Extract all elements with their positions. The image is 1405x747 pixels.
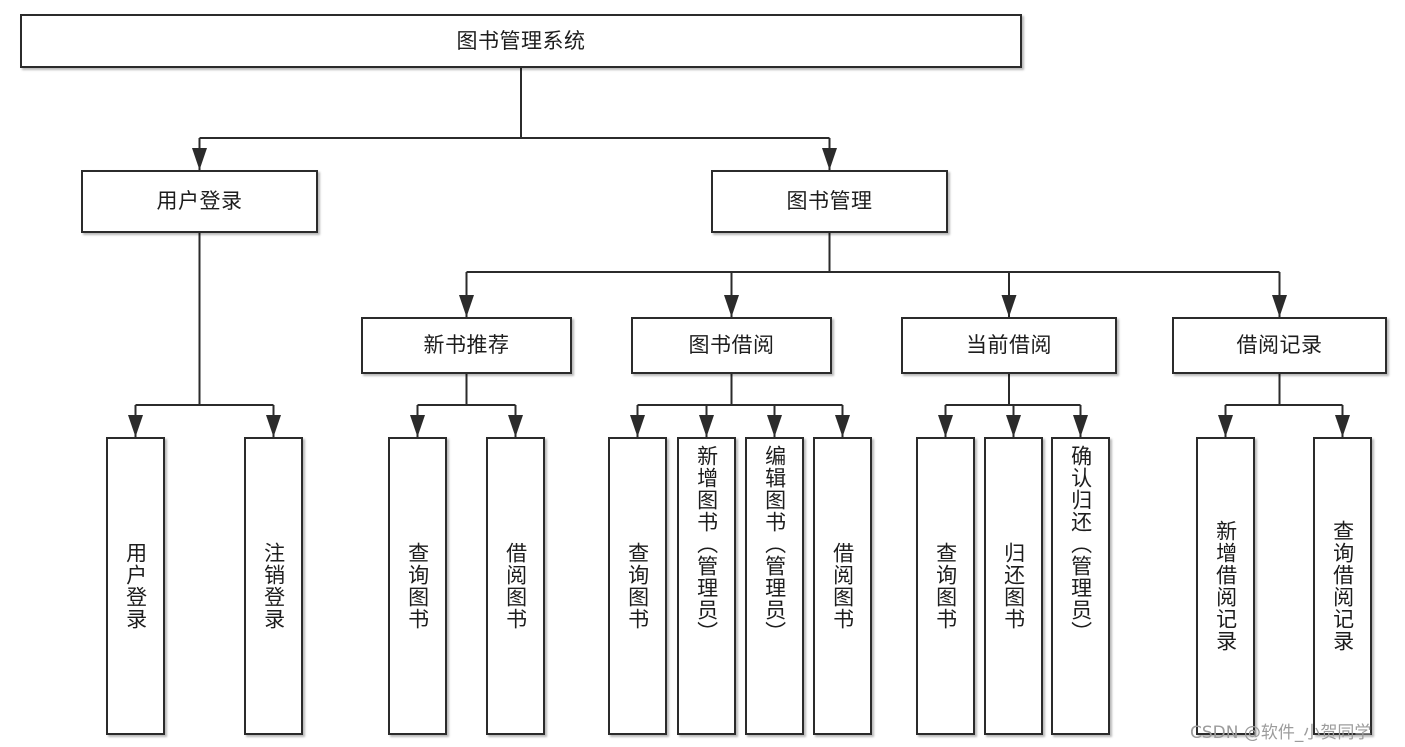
arrow-head xyxy=(410,415,425,437)
node-label: 借阅图书 xyxy=(830,542,855,630)
node-new-book-recommend[interactable]: 新书推荐 xyxy=(361,317,572,374)
node-leaf-confirm-return[interactable]: 确认归还（管理员） xyxy=(1051,437,1110,735)
arrow-head xyxy=(938,415,953,437)
node-book-borrow[interactable]: 图书借阅 xyxy=(631,317,832,374)
arrow-head xyxy=(699,415,714,437)
node-leaf-borrow-book[interactable]: 借阅图书 xyxy=(813,437,872,735)
arrow-head xyxy=(822,148,837,170)
arrow-head xyxy=(192,148,207,170)
watermark: CSDN @软件_小贺同学 xyxy=(1190,723,1372,743)
node-label: 查询图书 xyxy=(405,542,430,630)
node-borrow-record[interactable]: 借阅记录 xyxy=(1172,317,1387,374)
arrow-head xyxy=(1335,415,1350,437)
node-leaf-query-record[interactable]: 查询借阅记录 xyxy=(1313,437,1372,735)
node-label: 查询借阅记录 xyxy=(1330,520,1355,652)
node-leaf-borrow-book-rec[interactable]: 借阅图书 xyxy=(486,437,545,735)
arrow-head xyxy=(1001,295,1017,317)
arrow-head xyxy=(266,415,281,437)
node-leaf-query-book-cur[interactable]: 查询图书 xyxy=(916,437,975,735)
node-label: 确认归还（管理员） xyxy=(1068,445,1093,643)
node-leaf-add-record[interactable]: 新增借阅记录 xyxy=(1196,437,1255,735)
arrow-head xyxy=(508,415,523,437)
arrow-head xyxy=(835,415,850,437)
arrow-head xyxy=(724,295,739,317)
node-label: 注销登录 xyxy=(261,542,286,630)
node-label: 用户登录 xyxy=(123,542,148,630)
node-label: 编辑图书（管理员） xyxy=(762,445,787,643)
node-label: 图书管理 xyxy=(786,189,873,213)
node-leaf-query-book[interactable]: 查询图书 xyxy=(608,437,667,735)
node-leaf-add-book[interactable]: 新增图书（管理员） xyxy=(677,437,736,735)
node-current-borrow[interactable]: 当前借阅 xyxy=(901,317,1117,374)
arrow-head xyxy=(1218,415,1233,437)
node-leaf-edit-book[interactable]: 编辑图书（管理员） xyxy=(745,437,804,735)
node-root[interactable]: 图书管理系统 xyxy=(20,14,1022,68)
node-label: 查询图书 xyxy=(933,542,958,630)
node-label: 新书推荐 xyxy=(423,333,510,357)
node-label: 借阅图书 xyxy=(503,542,528,630)
node-label: 查询图书 xyxy=(625,542,650,630)
arrow-head xyxy=(630,415,645,437)
node-label: 用户登录 xyxy=(156,189,243,213)
arrow-head xyxy=(767,415,782,437)
node-label: 图书管理系统 xyxy=(456,28,586,53)
node-label: 新增图书（管理员） xyxy=(694,445,719,643)
node-leaf-query-book-rec[interactable]: 查询图书 xyxy=(388,437,447,735)
node-book-manage[interactable]: 图书管理 xyxy=(711,170,948,233)
node-label: 当前借阅 xyxy=(966,333,1052,357)
node-user-login[interactable]: 用户登录 xyxy=(81,170,318,233)
arrow-head xyxy=(128,415,143,437)
node-label: 新增借阅记录 xyxy=(1213,520,1238,652)
node-leaf-logout[interactable]: 注销登录 xyxy=(244,437,303,735)
node-leaf-return-book[interactable]: 归还图书 xyxy=(984,437,1043,735)
arrow-head xyxy=(1073,415,1088,437)
node-leaf-user-login[interactable]: 用户登录 xyxy=(106,437,165,735)
node-label: 借阅记录 xyxy=(1236,333,1323,357)
arrow-head xyxy=(1272,295,1287,317)
arrow-head xyxy=(1006,415,1021,437)
node-label: 图书借阅 xyxy=(688,333,775,357)
arrow-head xyxy=(459,295,474,317)
node-label: 归还图书 xyxy=(1001,542,1026,630)
